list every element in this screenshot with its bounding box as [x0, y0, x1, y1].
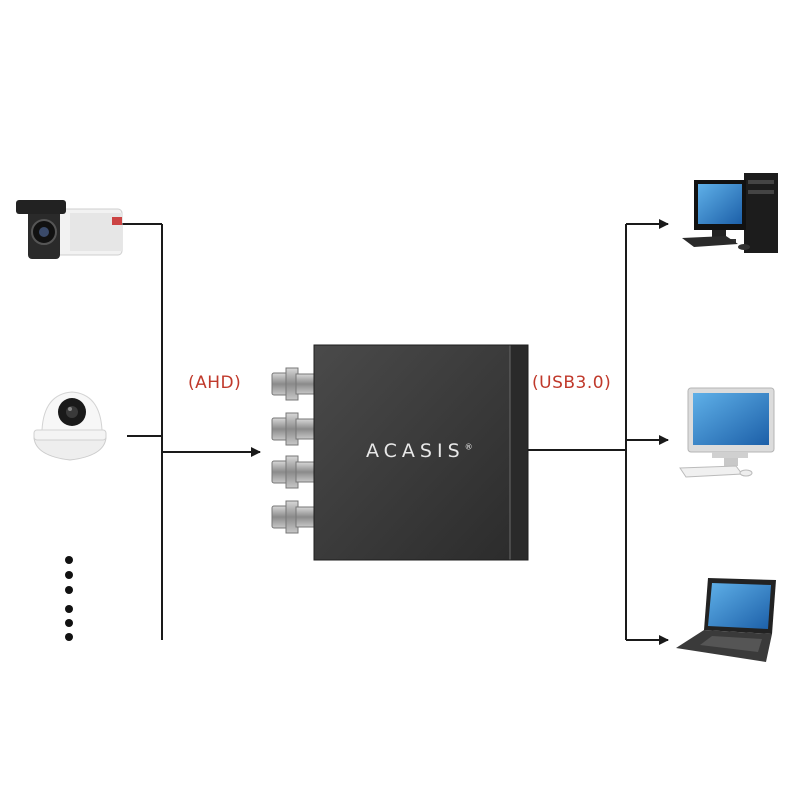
- bnc-connector-1: [271, 367, 315, 401]
- input-lines: [122, 223, 261, 640]
- bnc-connector-4: [271, 500, 315, 534]
- device-side-panel: [510, 345, 528, 560]
- brand-name: ACASIS: [366, 440, 465, 462]
- output-lines: [528, 219, 669, 645]
- bnc-connectors: [271, 367, 315, 534]
- bullet-camera-icon: [16, 200, 123, 259]
- more-dots-icon: [65, 556, 73, 641]
- device-brand-logo: ACASIS®: [366, 440, 476, 462]
- all-in-one-monitor-icon: [679, 387, 775, 478]
- bnc-connector-2: [271, 412, 315, 446]
- registered-mark: ®: [464, 442, 473, 452]
- input-signal-label: (AHD): [188, 373, 242, 393]
- laptop-icon: [676, 578, 776, 662]
- output-signal-label: (USB3.0): [532, 373, 612, 393]
- desktop-tower-icon: [682, 173, 778, 253]
- device-body: [314, 345, 510, 560]
- bnc-connector-3: [271, 455, 315, 489]
- capture-device: [271, 344, 529, 561]
- dome-camera-icon: [33, 391, 107, 461]
